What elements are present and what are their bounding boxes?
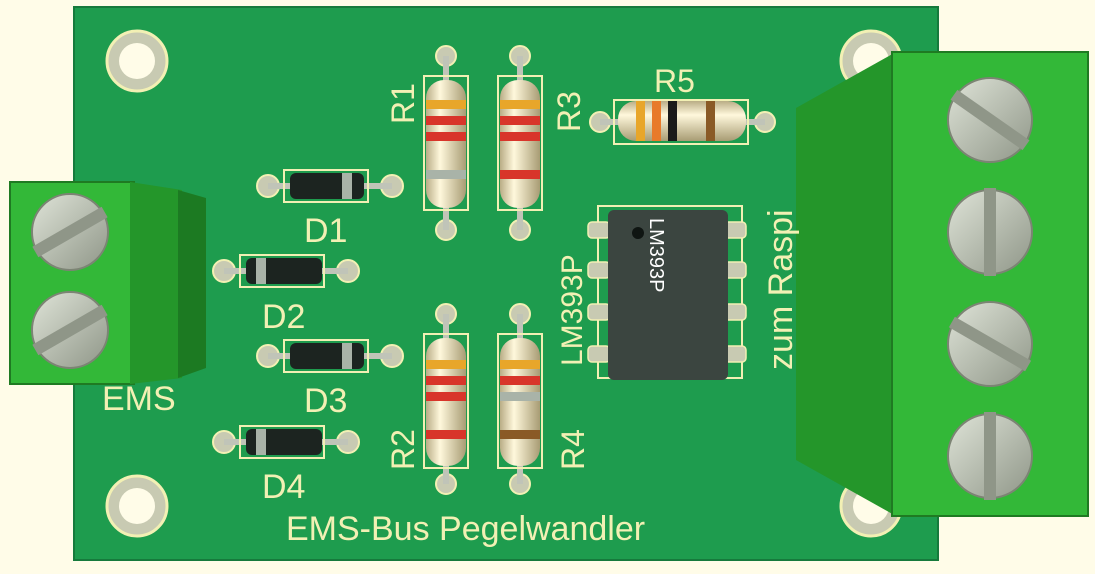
label-r4: R4: [555, 429, 591, 470]
resistor-r3: [497, 45, 543, 241]
label-zum-raspi: zum Raspi: [762, 209, 800, 370]
resistor-band: [500, 132, 540, 141]
label-r1: R1: [385, 83, 421, 124]
screw-icon: [947, 77, 1033, 163]
resistor-r1: [423, 45, 469, 241]
label-ems: EMS: [102, 380, 176, 418]
label-r2: R2: [385, 429, 421, 470]
label-d3: D3: [304, 382, 347, 420]
label-d1: D1: [304, 212, 347, 250]
ic-pins: [587, 221, 747, 363]
resistor-band: [426, 132, 466, 141]
screw-icon: [31, 291, 109, 369]
resistor-band: [426, 392, 466, 401]
resistor-band: [426, 170, 466, 179]
diode-d2: [212, 254, 360, 288]
silkscreen-labels: D1 D2 D3 D4 R1 R3 R2 R4 R5 LM393P EMS zu…: [102, 63, 800, 548]
resistor-band: [500, 430, 540, 439]
diode-d1: [256, 169, 404, 203]
raspi-terminal-block: [796, 51, 1089, 517]
ic-body: [608, 210, 728, 380]
board-title: EMS-Bus Pegelwandler: [286, 510, 645, 548]
resistor-band: [426, 116, 466, 125]
diode-d3: [256, 339, 404, 373]
ic-marking: LM393P: [645, 218, 667, 293]
resistor-band: [500, 392, 540, 401]
label-d4: D4: [262, 468, 305, 506]
resistor-band: [500, 360, 540, 369]
label-r3: R3: [551, 91, 587, 132]
resistor-band: [426, 100, 466, 109]
label-d2: D2: [262, 298, 305, 336]
mounting-hole-top-left: [105, 29, 169, 93]
screw-icon: [31, 193, 109, 271]
screw-icon: [947, 188, 1033, 276]
label-lm393p: LM393P: [556, 254, 589, 366]
label-r5: R5: [654, 63, 695, 99]
resistor-band: [500, 100, 540, 109]
mounting-hole-bottom-left: [105, 474, 169, 538]
resistor-band: [426, 430, 466, 439]
resistor-band: [426, 376, 466, 385]
resistor-band: [706, 101, 715, 141]
resistor-band: [636, 101, 645, 141]
screw-icon: [947, 412, 1033, 500]
resistor-band: [668, 101, 677, 141]
resistor-band: [500, 170, 540, 179]
resistor-band: [500, 116, 540, 125]
resistor-band: [500, 376, 540, 385]
resistor-band: [426, 360, 466, 369]
pin1-marker-icon: [632, 227, 644, 239]
diode-d4: [212, 425, 360, 459]
screw-icon: [947, 301, 1033, 387]
resistor-r2: [423, 303, 469, 495]
resistor-r5: [589, 99, 776, 145]
ic-lm393p: LM393P: [587, 205, 747, 380]
ems-terminal-block: [9, 181, 206, 385]
resistor-band: [652, 101, 661, 141]
resistor-r4: [497, 303, 543, 495]
